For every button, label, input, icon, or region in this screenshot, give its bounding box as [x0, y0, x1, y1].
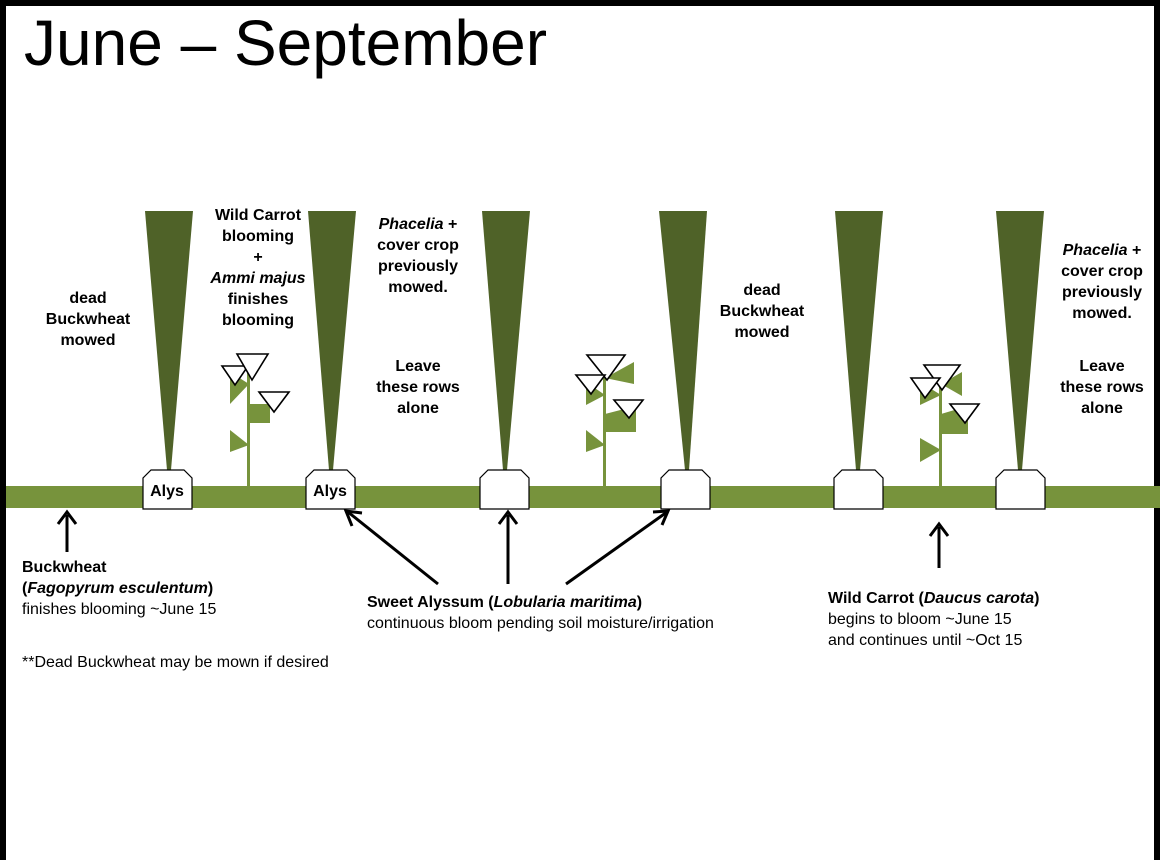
alyssum-label-1: Alys: [150, 483, 184, 500]
arrow-alyssum-right: [565, 509, 671, 586]
label-leave-alone-2: Leave these rows alone: [1060, 358, 1144, 417]
wild-carrot-plant-1: [220, 353, 291, 488]
alyssum-box-1: [142, 469, 193, 510]
wild-carrot-plant-2: [574, 354, 645, 488]
phacelia-wedge-2: [308, 211, 356, 470]
alyssum-box-5: [833, 469, 884, 510]
label-dead-buckwheat-left: dead Buckwheat mowed: [45, 290, 131, 349]
slide-title: June – September: [24, 7, 547, 79]
phacelia-wedge-3: [482, 211, 530, 470]
arrow-buckwheat: [56, 509, 78, 552]
alyssum-box-3: [479, 469, 530, 510]
phacelia-wedge-6: [996, 211, 1044, 470]
phacelia-wedge-5: [835, 211, 883, 470]
label-leave-alone-1: Leave these rows alone: [376, 358, 460, 417]
arrow-alyssum-left: [343, 509, 439, 586]
phacelia-wedge-4: [659, 211, 707, 470]
wild-carrot-plant-3: [909, 364, 981, 488]
alyssum-box-4: [660, 469, 711, 510]
legend-dead-buckwheat-note: **Dead Buckwheat may be mown if desired: [22, 654, 329, 671]
phacelia-wedge-1: [145, 211, 193, 470]
alyssum-label-2: Alys: [313, 483, 347, 500]
legend-buckwheat: Buckwheat (Fagopyrum esculentum) finishe…: [22, 559, 217, 618]
arrow-alyssum-center: [497, 509, 519, 584]
legend-sweet-alyssum: Sweet Alyssum (Lobularia maritima) conti…: [367, 594, 714, 632]
label-phacelia-cover-1: Phacelia + cover crop previously mowed.: [377, 216, 459, 296]
alyssum-box-2: [305, 469, 356, 510]
label-wild-carrot-ammi: Wild Carrot blooming + Ammi majus finish…: [210, 207, 306, 329]
label-phacelia-cover-2: Phacelia + cover crop previously mowed.: [1061, 242, 1143, 322]
arrow-wild-carrot: [928, 521, 950, 568]
label-dead-buckwheat-mid: dead Buckwheat mowed: [719, 282, 805, 341]
legend-wild-carrot: Wild Carrot (Daucus carota) begins to bl…: [828, 590, 1040, 649]
alyssum-box-6: [995, 469, 1046, 510]
